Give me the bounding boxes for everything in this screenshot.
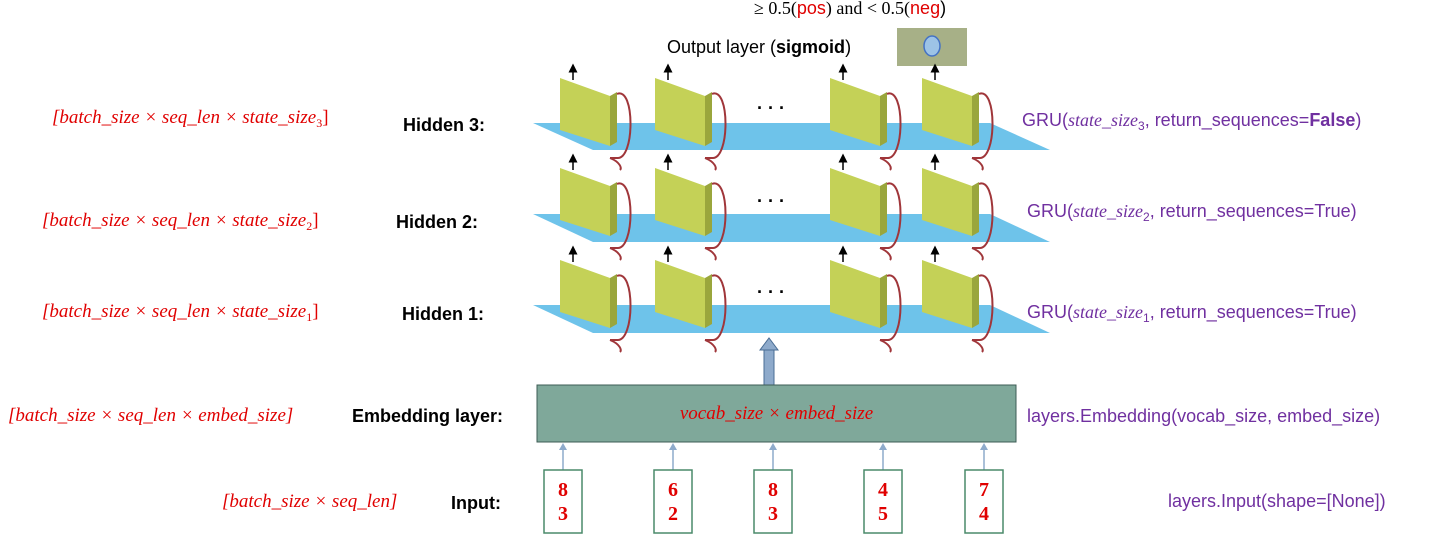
gru-cell bbox=[922, 153, 994, 261]
gru-cell bbox=[560, 153, 632, 261]
gru-cell bbox=[560, 245, 632, 353]
hidden-2-ellipsis: · · · bbox=[757, 191, 785, 211]
gru-cell bbox=[655, 245, 727, 353]
hidden-2-shape: [batch_size × seq_len × state_size2] bbox=[42, 210, 319, 233]
input-tokens bbox=[543, 443, 1004, 534]
embedding-box-text: vocab_size × embed_size bbox=[679, 403, 874, 424]
output-layer-caption: Output layer (sigmoid) bbox=[667, 37, 852, 57]
hidden-3-label: Hidden 3: bbox=[403, 115, 486, 135]
embedding-label: Embedding layer: bbox=[352, 406, 504, 426]
input-token bbox=[964, 443, 1004, 534]
input-token bbox=[753, 443, 793, 534]
gru-cell bbox=[922, 63, 994, 171]
input-label: Input: bbox=[451, 493, 501, 513]
gru-cell bbox=[830, 153, 902, 261]
input-token bbox=[543, 443, 583, 534]
output-node-icon bbox=[897, 28, 967, 66]
hidden-1-gru-call: GRU(state_size1, return_sequences=True) bbox=[1027, 302, 1357, 325]
gru-cell bbox=[655, 153, 727, 261]
gru-cell bbox=[560, 63, 632, 171]
hidden-1-layer bbox=[533, 245, 1050, 353]
gru-cell bbox=[830, 63, 902, 171]
hidden-3-gru-call: GRU(state_size3, return_sequences=False) bbox=[1022, 110, 1362, 133]
hidden-1-ellipsis: · · · bbox=[757, 282, 785, 302]
embedding-shape: [batch_size × seq_len × embed_size] bbox=[8, 405, 294, 426]
gru-cell bbox=[830, 245, 902, 353]
hidden-2-layer bbox=[533, 153, 1050, 261]
hidden-3-ellipsis: · · · bbox=[757, 98, 785, 118]
input-token bbox=[653, 443, 693, 534]
embedding-to-hidden-arrow-icon bbox=[759, 337, 779, 386]
hidden-2-label: Hidden 2: bbox=[396, 212, 479, 232]
embedding-box bbox=[536, 384, 1017, 443]
hidden-1-label: Hidden 1: bbox=[402, 304, 485, 324]
hidden-1-shape: [batch_size × seq_len × state_size1] bbox=[42, 301, 319, 324]
hidden-3-shape: [batch_size × seq_len × state_size3] bbox=[52, 107, 329, 130]
output-threshold: ≥ 0.5(pos) and < 0.5(neg) bbox=[754, 0, 947, 18]
input-shape: [batch_size × seq_len] bbox=[222, 491, 398, 512]
gru-cell bbox=[655, 63, 727, 171]
gru-cell bbox=[922, 245, 994, 353]
input-call: layers.Input(shape=[None]) bbox=[1168, 491, 1386, 511]
input-token bbox=[863, 443, 903, 534]
hidden-3-layer bbox=[533, 63, 1050, 171]
hidden-2-gru-call: GRU(state_size2, return_sequences=True) bbox=[1027, 201, 1357, 224]
embedding-call: layers.Embedding(vocab_size, embed_size) bbox=[1027, 406, 1381, 426]
